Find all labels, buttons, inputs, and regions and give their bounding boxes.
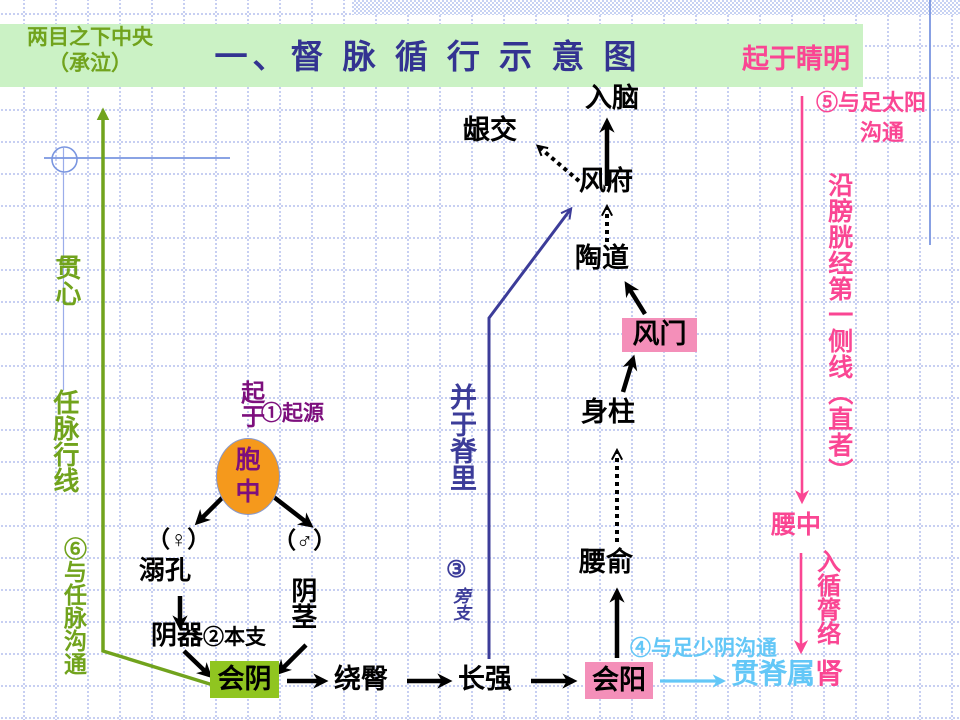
origin-annotation: ①起源 bbox=[261, 402, 324, 425]
bingyujili-label: 并于脊里 bbox=[446, 383, 477, 491]
node-huiyang: 会阳 bbox=[585, 662, 653, 699]
qiyu-label: 起于 bbox=[236, 380, 264, 428]
arrow-fengfu-yinjiao-dotted bbox=[539, 147, 581, 183]
note5-line1: ⑤与足太阳 bbox=[816, 90, 927, 115]
node-taodao: 陶道 bbox=[575, 243, 629, 273]
renmai-label: 任脉行线 bbox=[49, 389, 80, 493]
fengmen-label: 风门 bbox=[632, 319, 687, 350]
yinqi-row: 阴器 ②本支 bbox=[151, 620, 267, 651]
node-yinjiao: 龈交 bbox=[463, 115, 517, 145]
baozhong-label: 胞中 bbox=[235, 446, 261, 506]
note6-label: ⑥与任脉沟通 bbox=[60, 537, 87, 675]
arrow-fengmen-taodao bbox=[624, 281, 647, 316]
spine-branch-line bbox=[487, 210, 570, 659]
node-fengmen: 风门 bbox=[622, 318, 697, 352]
chengqi-note-line1: 两目之下中央 bbox=[27, 26, 153, 49]
huiyang-label: 会阳 bbox=[592, 664, 646, 695]
title-banner bbox=[0, 24, 863, 87]
shen-label: 肾 bbox=[815, 658, 844, 689]
node-yaoshu: 腰俞 bbox=[579, 547, 633, 577]
huiyin-label: 会阴 bbox=[217, 663, 272, 694]
slide-title: 一、督 脉 循 行 示 意 图 bbox=[214, 38, 642, 75]
baozhong-node: 胞中 bbox=[216, 438, 280, 515]
guanjishu-label: 贯脊属 bbox=[731, 658, 816, 689]
node-huiyin: 会阴 bbox=[210, 661, 279, 698]
chengqi-note-line2: （承泣） bbox=[48, 52, 132, 75]
yaozhong-label: 腰中 bbox=[771, 511, 822, 539]
ruxunlvluo-label: 入循膂络 bbox=[812, 549, 840, 645]
decor-circle bbox=[51, 146, 78, 173]
yinjing-label: 阴茎 bbox=[287, 577, 318, 629]
arrow-yinqi-huiyin bbox=[182, 649, 213, 679]
guanxin-label: 贯心 bbox=[51, 254, 82, 306]
benzhi-annotation: ②本支 bbox=[203, 626, 267, 649]
node-shenzhu: 身柱 bbox=[581, 397, 635, 427]
female-symbol: （♀） bbox=[147, 526, 211, 552]
bladder-line-label: 沿膀胱经第一侧线（直者） bbox=[824, 172, 853, 484]
arrow-shenzhu-fengmen bbox=[620, 354, 638, 393]
note4-label: ④与足少阴沟通 bbox=[630, 637, 777, 660]
node-runao: 入脑 bbox=[585, 83, 639, 113]
qiyujingming-note: 起于睛明 bbox=[742, 44, 850, 74]
nikong-label: 溺孔 bbox=[139, 555, 192, 585]
node-fengfu: 风府 bbox=[579, 166, 633, 196]
kidney-row: 贯脊属 肾 bbox=[731, 658, 843, 690]
male-symbol: （♂） bbox=[273, 527, 337, 553]
arrow-yinjing-huiyin bbox=[275, 643, 308, 676]
node-changqiang: 长强 bbox=[458, 664, 512, 694]
note3-number: ③ bbox=[446, 556, 467, 582]
yinqi-label: 阴器 bbox=[151, 620, 204, 650]
renmai-line bbox=[96, 107, 214, 687]
top-hatch-band bbox=[352, 0, 960, 15]
node-raotun: 绕臀 bbox=[334, 664, 388, 694]
note5-line2: 沟通 bbox=[860, 120, 905, 145]
note3-text: 旁支 bbox=[450, 587, 470, 621]
